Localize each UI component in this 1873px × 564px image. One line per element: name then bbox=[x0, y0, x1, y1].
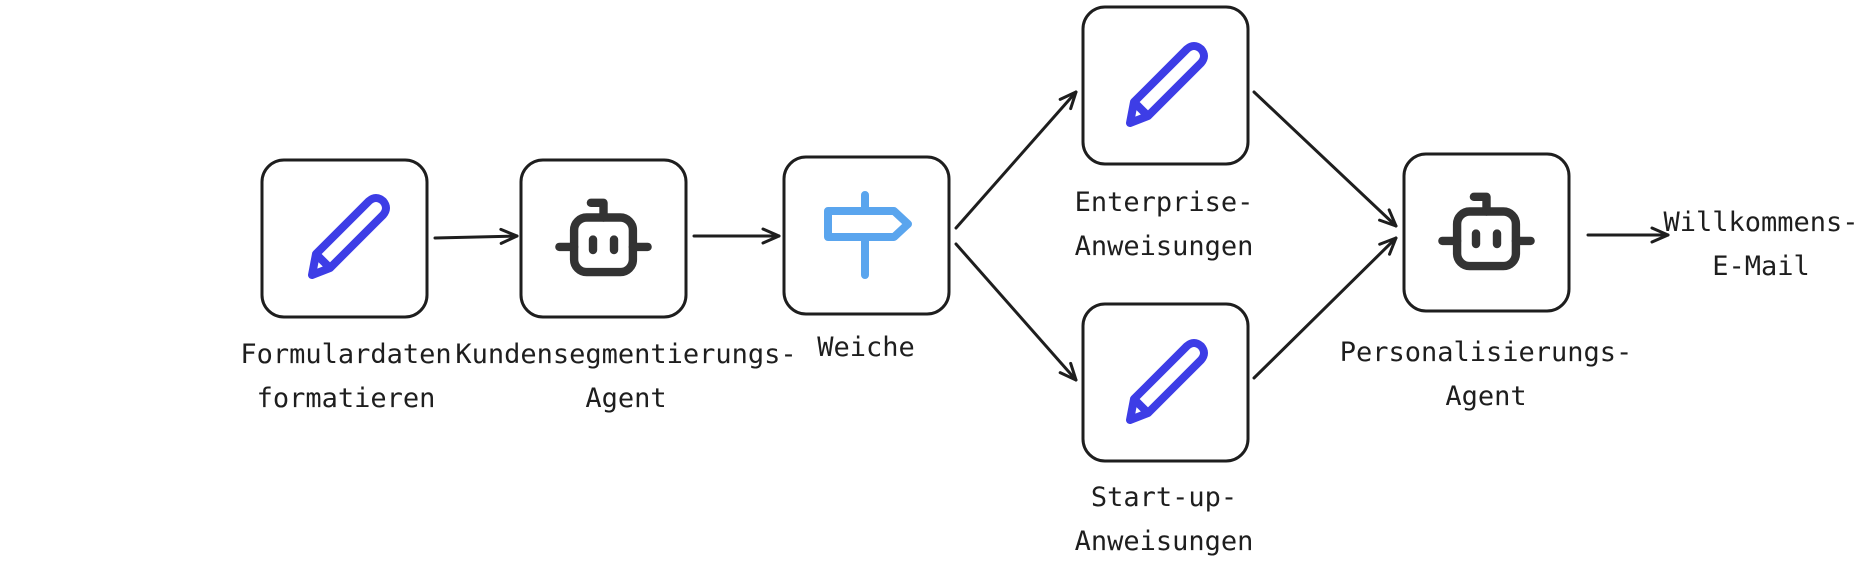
arrow-startup-to-personalisierung bbox=[1252, 236, 1398, 380]
arrow-weiche-to-enterprise bbox=[954, 90, 1078, 230]
node-label-formulardaten: Formulardaten formatieren bbox=[240, 339, 452, 414]
node-label-weiche: Weiche bbox=[817, 332, 915, 363]
arrow-weiche-to-startup bbox=[954, 242, 1078, 382]
node-label-startup: Start-up- Anweisungen bbox=[1074, 482, 1254, 557]
node-startup-box bbox=[1081, 302, 1250, 463]
node-label-kundensegmentierung: Kundensegmentierungs- Agent bbox=[455, 339, 797, 414]
output-label-willkommens-email: Willkommens- E-Mail bbox=[1663, 207, 1859, 282]
node-enterprise-box bbox=[1081, 5, 1250, 166]
node-formulardaten-box bbox=[260, 158, 429, 319]
node-label-personalisierung: Personalisierungs- Agent bbox=[1339, 337, 1633, 412]
arrow-enterprise-to-personalisierung bbox=[1252, 90, 1398, 228]
node-personalisierung-box bbox=[1402, 152, 1571, 313]
node-kundensegmentierung-box bbox=[519, 158, 688, 319]
arrow-formulardaten-to-kundensegmentierung bbox=[433, 227, 519, 245]
node-label-enterprise: Enterprise- Anweisungen bbox=[1074, 187, 1254, 262]
